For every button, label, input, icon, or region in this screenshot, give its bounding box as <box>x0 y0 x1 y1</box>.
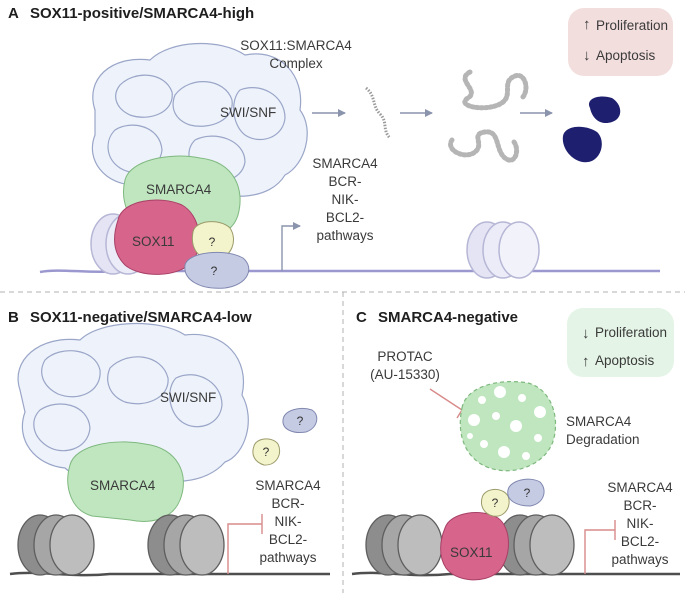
smarca4-protein <box>67 441 184 522</box>
smarca4-label: SMARCA4 <box>146 182 212 197</box>
pathways-label-b: SMARCA4 BCR- NIK- BCL2- pathways <box>255 478 321 565</box>
unknown-factor-blue: ? <box>507 478 545 507</box>
outcome-apoptosis-label: Apoptosis <box>596 48 656 63</box>
panel-a-letter: A <box>8 5 19 22</box>
pathways-line: NIK- <box>275 514 302 529</box>
unknown-label: ? <box>209 235 216 249</box>
pathways-line: BCR- <box>272 496 305 511</box>
pathways-line: BCR- <box>624 498 657 513</box>
pathways-line: SMARCA4 <box>312 156 378 171</box>
unknown-label: ? <box>297 414 304 428</box>
repressed-transcription-arrow <box>227 514 263 574</box>
pathways-line: SMARCA4 <box>255 478 321 493</box>
panel-c: C SMARCA4-negative ↓ Proliferation ↑ Apo… <box>351 308 680 581</box>
pathways-line: BCL2- <box>326 210 364 225</box>
unknown-factor-blue: ? <box>282 407 318 433</box>
down-arrow-icon: ↓ <box>583 47 591 64</box>
pathways-line: pathways <box>259 550 316 565</box>
panel-b: B SOX11-negative/SMARCA4-low SWI/SNF SMA… <box>8 309 330 577</box>
panel-c-letter: C <box>356 309 367 326</box>
unknown-label: ? <box>492 496 499 510</box>
degradation-label-line2: Degradation <box>566 432 640 447</box>
complex-label-line1: SOX11:SMARCA4 <box>240 38 352 53</box>
panel-c-title: SMARCA4-negative <box>378 309 518 326</box>
sox11-label: SOX11 <box>450 545 493 560</box>
pathways-line: BCR- <box>329 174 362 189</box>
nucleosome-right <box>497 514 575 576</box>
pathways-label-c: SMARCA4 BCR- NIK- BCL2- pathways <box>607 480 673 567</box>
panel-a: A SOX11-positive/SMARCA4-high SWI/SNF SM… <box>8 5 673 289</box>
transcription-arrow <box>281 222 301 271</box>
nucleosome-right <box>147 514 225 576</box>
pathways-line: NIK- <box>332 192 359 207</box>
sox11-protein <box>440 512 509 581</box>
folded-protein-icon <box>562 96 621 163</box>
outcome-apoptosis-label: Apoptosis <box>595 353 655 368</box>
unknown-label: ? <box>524 486 531 500</box>
pathways-line: pathways <box>611 552 668 567</box>
repressed-transcription-arrow <box>584 520 616 574</box>
polypeptide-chain-icon <box>448 69 529 163</box>
swisnf-complex <box>91 42 308 200</box>
degradation-label-line1: SMARCA4 <box>566 414 632 429</box>
panel-b-letter: B <box>8 309 19 326</box>
pathways-line: BCL2- <box>269 532 307 547</box>
sox11-label: SOX11 <box>132 234 175 249</box>
outcome-box-c: ↓ Proliferation ↑ Apoptosis <box>567 308 674 377</box>
outcome-proliferation-label: Proliferation <box>595 325 667 340</box>
unknown-factor-blue: ? <box>184 251 250 289</box>
up-arrow-icon: ↑ <box>583 16 591 33</box>
nucleosome-right <box>466 221 540 279</box>
unknown-factor-yellow: ? <box>481 489 510 517</box>
swisnf-label: SWI/SNF <box>220 105 276 120</box>
unknown-label: ? <box>211 264 218 278</box>
up-arrow-icon: ↑ <box>582 353 590 370</box>
unknown-label: ? <box>263 445 270 459</box>
outcome-box-a: ↑ Proliferation ↓ Apoptosis <box>568 8 673 76</box>
pathways-line: pathways <box>316 228 373 243</box>
degraded-smarca4 <box>459 380 557 472</box>
protac-label-line1: PROTAC <box>377 349 433 364</box>
nucleosome-left <box>365 514 443 576</box>
pathways-line: NIK- <box>627 516 654 531</box>
pathways-line: BCL2- <box>621 534 659 549</box>
unknown-factor-yellow: ? <box>252 438 281 466</box>
complex-label-line2: Complex <box>269 56 323 71</box>
pathways-line: SMARCA4 <box>607 480 673 495</box>
smarca4-label: SMARCA4 <box>90 478 156 493</box>
panel-b-title: SOX11-negative/SMARCA4-low <box>30 309 252 326</box>
pathways-label-a: SMARCA4 BCR- NIK- BCL2- pathways <box>312 156 378 243</box>
protac-label-line2: (AU-15330) <box>370 367 440 382</box>
nucleosome-left <box>17 514 95 576</box>
panel-a-title: SOX11-positive/SMARCA4-high <box>30 5 254 22</box>
mrna-icon <box>364 86 392 140</box>
down-arrow-icon: ↓ <box>582 325 590 342</box>
swisnf-label: SWI/SNF <box>160 390 216 405</box>
outcome-proliferation-label: Proliferation <box>596 18 668 33</box>
unknown-factor-yellow: ? <box>191 221 234 261</box>
